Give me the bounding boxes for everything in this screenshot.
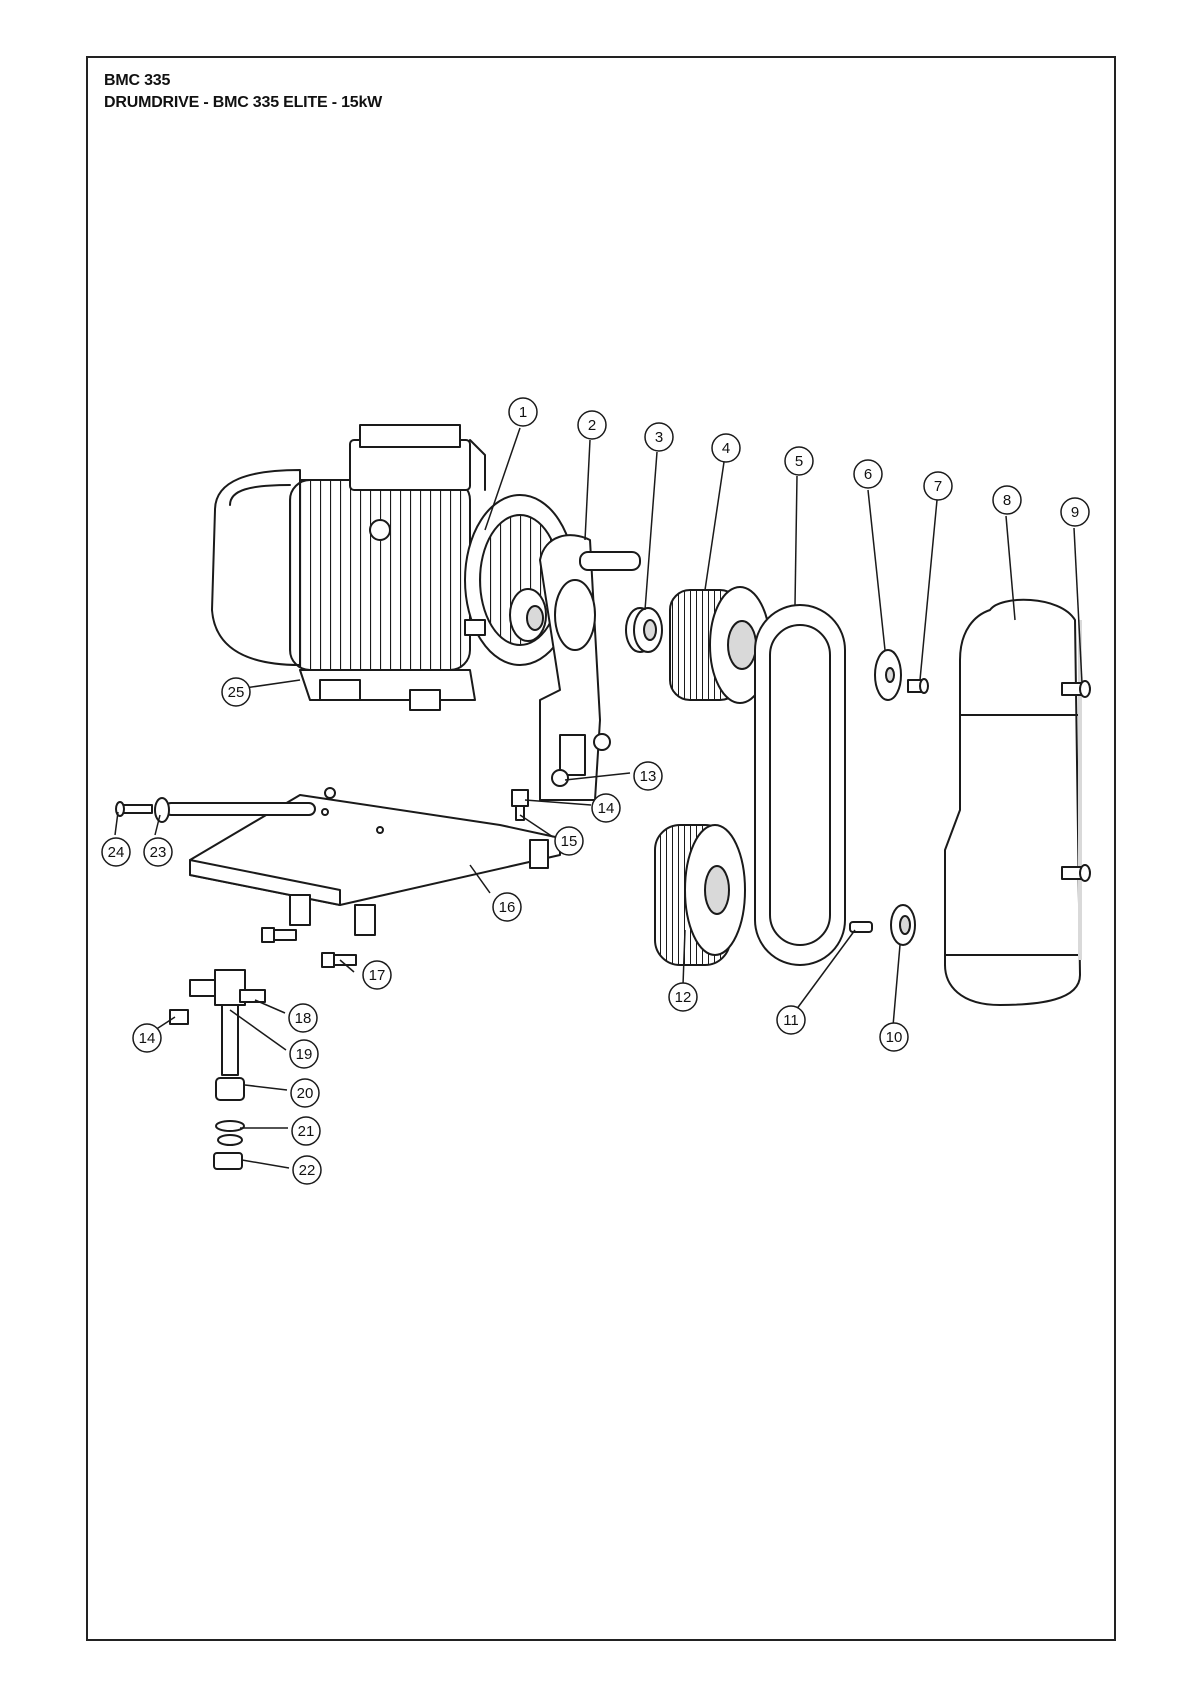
tension-bolt (511, 789, 529, 821)
callout-6: 6 (853, 459, 883, 489)
callout-20: 20 (290, 1078, 320, 1108)
washer (874, 649, 902, 701)
electric-motor (211, 424, 576, 711)
callout-24: 24 (101, 837, 131, 867)
callout-7: 7 (923, 471, 953, 501)
callout-14: 14 (591, 793, 621, 823)
svg-text:8: 8 (1003, 492, 1011, 509)
svg-text:11: 11 (783, 1012, 799, 1029)
drum-pulley (654, 824, 746, 966)
svg-text:6: 6 (864, 466, 872, 483)
callout-18: 18 (288, 1003, 318, 1033)
svg-text:9: 9 (1071, 504, 1079, 521)
svg-text:24: 24 (108, 844, 125, 861)
callout-23: 23 (143, 837, 173, 867)
svg-text:13: 13 (640, 768, 657, 785)
leader-lines (114, 427, 1083, 1169)
svg-text:10: 10 (886, 1029, 903, 1046)
adjuster-bolt (115, 797, 170, 823)
callout-22: 22 (292, 1155, 322, 1185)
svg-text:17: 17 (369, 967, 386, 984)
callout-15: 15 (554, 826, 584, 856)
motor-bracket (539, 534, 641, 801)
svg-text:12: 12 (675, 989, 692, 1006)
callout-16: 16 (492, 892, 522, 922)
svg-text:25: 25 (228, 684, 245, 701)
model-name: BMC 335 (104, 72, 171, 89)
svg-text:19: 19 (296, 1046, 313, 1063)
svg-text:20: 20 (297, 1085, 314, 1102)
shaft-key (849, 921, 873, 933)
callout-12: 12 (668, 982, 698, 1012)
callout-14b: 14 (132, 1023, 162, 1053)
taper-bushing (625, 607, 663, 653)
svg-text:23: 23 (150, 844, 167, 861)
callout-4: 4 (711, 433, 741, 463)
svg-text:21: 21 (298, 1123, 315, 1140)
motor-pulley (669, 586, 771, 704)
callout-11: 11 (776, 1005, 806, 1035)
svg-text:15: 15 (561, 833, 578, 850)
svg-text:3: 3 (655, 429, 663, 446)
page-frame (86, 56, 1116, 1641)
svg-text:18: 18 (295, 1010, 312, 1027)
svg-text:5: 5 (795, 453, 803, 470)
callout-3: 3 (644, 422, 674, 452)
bolt-7 (907, 678, 929, 694)
svg-text:4: 4 (722, 440, 730, 457)
callout-25: 25 (221, 677, 251, 707)
base-plate (164, 787, 561, 936)
svg-text:1: 1 (519, 404, 527, 421)
callout-19: 19 (289, 1039, 319, 1069)
callout-21: 21 (291, 1116, 321, 1146)
callout-2: 2 (577, 410, 607, 440)
belt-guard (944, 598, 1082, 1006)
callout-5: 5 (784, 446, 814, 476)
pivot-assembly (169, 969, 266, 1170)
svg-text:22: 22 (299, 1162, 316, 1179)
callout-13: 13 (633, 761, 663, 791)
callout-9: 9 (1060, 497, 1090, 527)
callout-10: 10 (879, 1022, 909, 1052)
drive-belt (754, 604, 846, 966)
guard-screw-9 (1061, 680, 1091, 882)
svg-text:2: 2 (588, 417, 596, 434)
callout-bubbles: 1 2 3 4 5 6 7 8 9 10 11 12 13 14 15 16 1… (101, 397, 1090, 1185)
svg-text:14: 14 (598, 800, 615, 817)
svg-text:16: 16 (499, 899, 516, 916)
svg-text:14: 14 (139, 1030, 156, 1047)
callout-8: 8 (992, 485, 1022, 515)
callout-1: 1 (508, 397, 538, 427)
drawing-title: DRUMDRIVE - BMC 335 ELITE - 15kW (104, 94, 383, 111)
callout-17: 17 (362, 960, 392, 990)
lock-nut (890, 904, 916, 946)
title-block: BMC 335 DRUMDRIVE - BMC 335 ELITE - 15kW (104, 70, 382, 114)
svg-text:7: 7 (934, 478, 942, 495)
base-bolts (261, 927, 357, 968)
